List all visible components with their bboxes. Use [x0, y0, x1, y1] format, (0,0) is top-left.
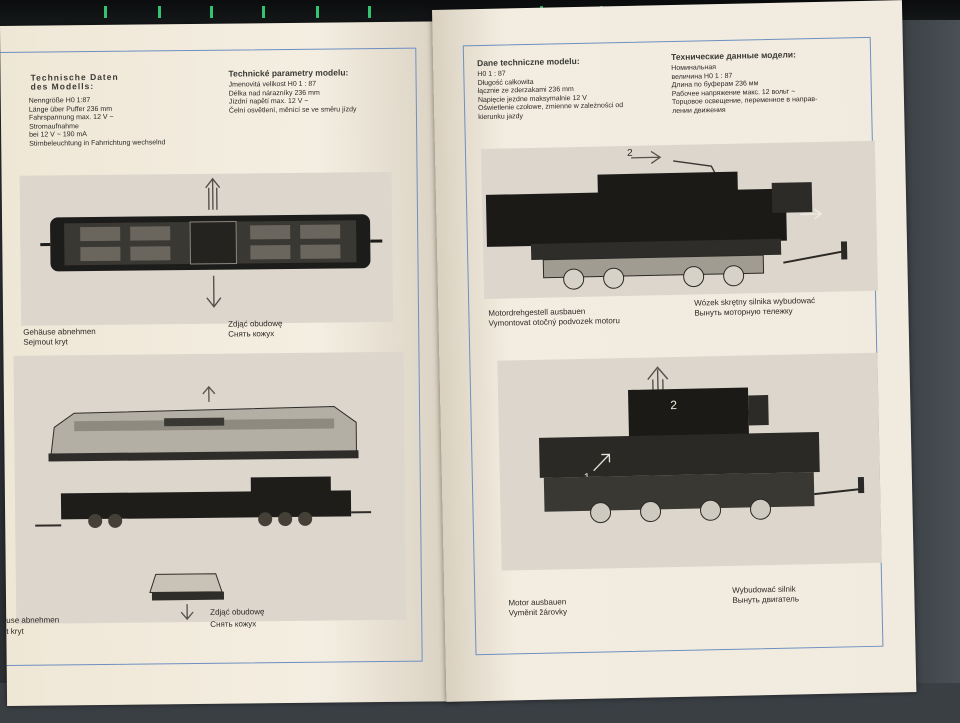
caption-remove-housing-cz: Sejmout kryt — [23, 337, 68, 347]
caption-remove-housing-2-pl: Zdjąć obudowę — [210, 607, 265, 617]
left-page: Technische Daten des Modells: Nenngröße … — [0, 21, 460, 706]
pl-specs-title: Dane techniczne modelu: — [477, 55, 580, 69]
arrow-up-icon — [593, 453, 611, 472]
right-page: Dane techniczne modelu: H0 1 : 87 Długoś… — [432, 0, 917, 702]
ru-specs: Номинальная величина Н0 1 : 87 Длина по … — [671, 64, 818, 115]
arrow-label-2: 2 — [670, 398, 677, 412]
arrow-label-2: 2 — [627, 148, 633, 159]
motor-removal-drawing: 2 1 — [538, 366, 865, 524]
pl-specs: H0 1 : 87 Długość całkowita łącznie ze z… — [477, 70, 624, 121]
cz-specs: Jmenovitá velikost H0 1 : 87 Délka nad n… — [228, 80, 357, 115]
keyboard-light — [210, 6, 213, 18]
arrow-down-icon — [180, 604, 194, 621]
figure-side-view — [13, 351, 407, 624]
cz-specs-title: Technické parametry modelu: — [228, 67, 349, 79]
caption-motor-removal-ru: Вынуть двигатель — [732, 594, 800, 605]
caption-remove-housing-pl: Zdjąć obudowę — [228, 319, 283, 329]
arrow-right-icon — [800, 208, 823, 220]
figure-motor-bogie: 2 — [480, 140, 878, 299]
keyboard-light — [104, 6, 107, 18]
keyboard-light — [158, 6, 161, 18]
motor-bogie-drawing: 2 — [485, 148, 848, 290]
caption-motor-removal-cz: Vyměnit žárovky — [508, 607, 568, 618]
caption-remove-housing-de: Gehäuse abnehmen — [23, 327, 96, 337]
de-specs-title: Technische Daten des Modells: — [30, 71, 119, 92]
caption-remove-housing-ru: Снять кожух — [228, 329, 275, 339]
locomotive-top-view-drawing — [40, 177, 383, 308]
figure-top-view — [19, 171, 394, 326]
arrow-right-icon — [631, 150, 662, 164]
arrow-up-icon — [202, 385, 216, 402]
caption-remove-housing-2-ru: Снять кожух — [210, 619, 257, 629]
caption-motor-bogie-ru: Вынуть моторную тележку — [694, 306, 793, 318]
caption-remove-housing-2-de: use abnehmen — [6, 615, 60, 625]
arrow-down-icon — [206, 275, 222, 308]
arrow-up-icon — [205, 177, 221, 210]
figure-motor-removal: 2 1 — [497, 352, 882, 571]
de-specs: Nenngröße H0 1:87 Länge über Puffer 236 … — [28, 97, 166, 148]
keyboard-light — [368, 6, 371, 18]
keyboard-light — [316, 6, 319, 18]
locomotive-side-view-drawing — [35, 385, 372, 621]
keyboard-light — [262, 6, 265, 18]
caption-remove-housing-2-cz: t kryt — [6, 626, 24, 636]
